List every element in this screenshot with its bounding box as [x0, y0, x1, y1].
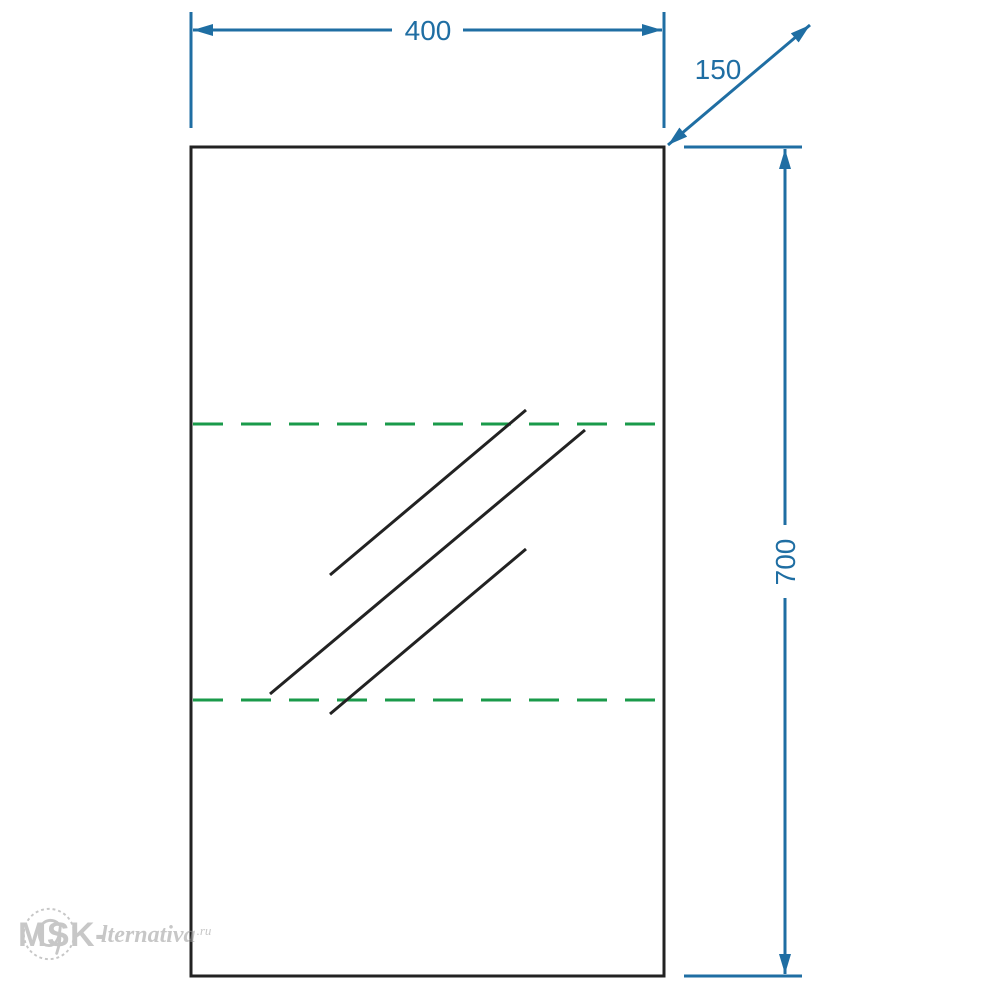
logo-prefix: MSK- — [18, 915, 107, 954]
mirror-glare-line-2 — [269, 428, 586, 696]
depth-dimension-line — [667, 23, 811, 147]
width-dimension-label: 400 — [405, 15, 452, 46]
mirror-glare-line-3 — [329, 547, 527, 716]
at-sign-icon — [22, 907, 76, 961]
brand-logo: MSK- lternativa .ru — [18, 905, 211, 965]
height-dimension-label: 700 — [770, 539, 801, 586]
logo-text: lternativa — [100, 921, 196, 948]
logo-tld: .ru — [196, 923, 212, 938]
depth-dimension-label: 150 — [695, 54, 742, 85]
mirror-glare-line-1 — [329, 408, 527, 577]
cabinet-outline — [189, 145, 666, 978]
